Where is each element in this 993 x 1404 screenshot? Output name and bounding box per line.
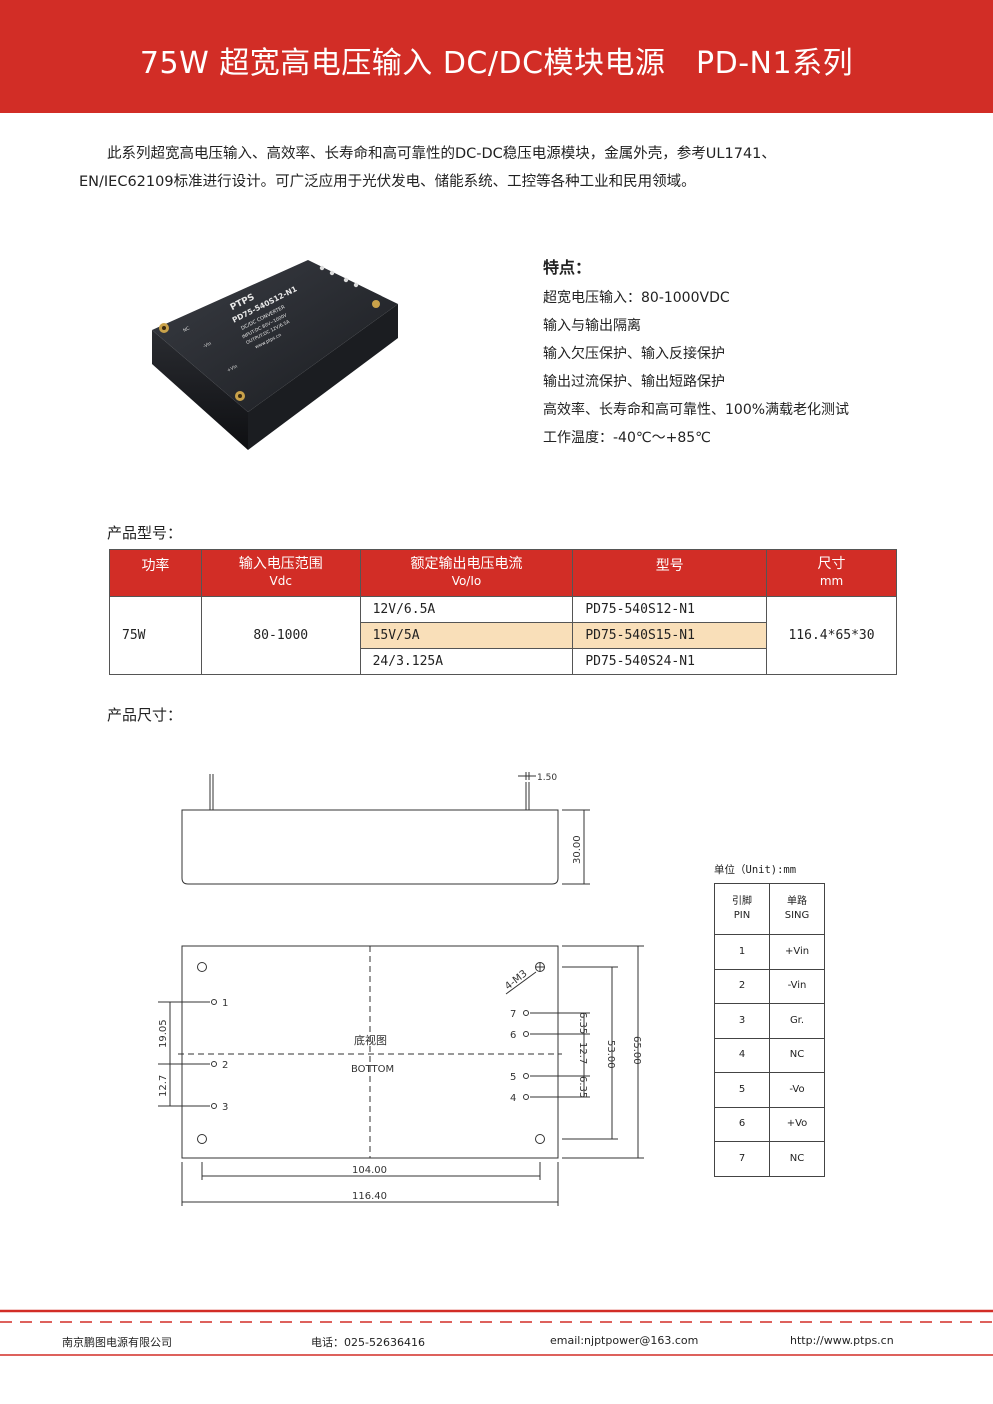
footer: 南京鹏图电源有限公司 电话：025-52636416 email:njptpow… — [0, 1334, 993, 1354]
pin-label-2: 2 — [222, 1060, 228, 1071]
dimension-drawing: 1.50 30.00 — [158, 772, 644, 1206]
table-row: 2-Vin — [714, 968, 825, 1004]
cell-output: 12V/6.5A — [359, 596, 574, 623]
bottom-view-label-en: BOTTOM — [351, 1064, 394, 1075]
pin-header-cn: 引脚 — [732, 896, 752, 907]
table-row: 15V/5A PD75-540S15-N1 — [110, 622, 897, 649]
dim-19-05: 19.05 — [158, 1019, 169, 1048]
footer-website[interactable]: http://www.ptps.cn — [790, 1334, 894, 1347]
dim-12-7-left: 12.7 — [158, 1075, 169, 1097]
bottom-view-label-cn: 底视图 — [354, 1033, 387, 1047]
intro-line-1: 此系列超宽高电压输入、高效率、长寿命和高可靠性的DC-DC稳压电源模块，金属外壳… — [107, 146, 776, 162]
product-pin-vin-pos: +Vin — [226, 363, 239, 373]
cell-model: PD75-540S12-N1 — [572, 596, 768, 623]
feature-item: 输出过流保护、输出短路保护 — [543, 374, 725, 390]
pin-label-6: 6 — [510, 1030, 516, 1041]
product-photo: PTPS PD75-540S12-N1 DC/DC CONVERTER INPU… — [152, 260, 398, 450]
sing-header-cn: 单路 — [787, 896, 807, 907]
pin-label-3: 3 — [222, 1102, 228, 1113]
dim-53: 53.00 — [605, 1040, 616, 1069]
pin-label-7: 7 — [510, 1009, 516, 1020]
feature-item: 超宽电压输入：80-1000VDC — [543, 290, 730, 306]
footer-bottom-line — [0, 1354, 993, 1356]
header-power: 功率 — [109, 549, 202, 597]
models-section-label: 产品型号： — [107, 524, 183, 542]
side-view — [181, 772, 590, 885]
product-pin-vin-neg: -Vin — [202, 341, 212, 350]
dimensions-section-label: 产品尺寸： — [107, 706, 183, 724]
table-row: 75W 80-1000 12V/6.5A PD75-540S12-N1 116.… — [109, 596, 897, 675]
header-model: 型号 — [572, 549, 768, 597]
intro-line-2: EN/IEC62109标准进行设计。可广泛应用于光伏发电、储能系统、工控等各种工… — [79, 174, 696, 190]
cell-output: 15V/5A — [359, 622, 574, 649]
cell-input-range: 80-1000 — [200, 596, 361, 675]
dim-116-4: 116.40 — [352, 1191, 387, 1202]
table-row: 1+Vin — [714, 934, 825, 970]
features-title: 特点： — [543, 258, 592, 277]
pin-table-header: 引脚 PIN 单路 SING — [714, 883, 825, 935]
bottom-view — [158, 945, 644, 1206]
pin-label-1: 1 — [222, 998, 228, 1009]
mount-hole-label: 4-M3 — [503, 968, 529, 992]
cell-size: 116.4*65*30 — [766, 596, 897, 675]
pin-label-4: 4 — [510, 1093, 516, 1104]
sing-header-en: SING — [784, 910, 810, 921]
dim-12-7-right: 12.7 — [577, 1042, 588, 1064]
page-title: 75W 超宽高电压输入 DC/DC模块电源 PD-N1系列 — [139, 46, 854, 81]
features-list: 特点： 超宽电压输入：80-1000VDC 输入与输出隔离 输入欠压保护、输入反… — [543, 254, 943, 452]
pin-label-5: 5 — [510, 1072, 516, 1083]
feature-item: 高效率、长寿命和高可靠性、100%满载老化测试 — [543, 402, 850, 418]
cell-output: 24/3.125A — [359, 648, 574, 675]
product-pin-nc: NC — [182, 325, 191, 333]
dim-65: 65.00 — [631, 1036, 642, 1065]
dim-6-35-top: 6.35 — [577, 1012, 588, 1034]
mount-hole-icon — [372, 300, 380, 308]
cell-model: PD75-540S15-N1 — [572, 622, 768, 649]
pin-header-en: PIN — [733, 910, 751, 921]
table-row: 6+Vo — [714, 1106, 825, 1142]
footer-phone: 电话：025-52636416 — [311, 1336, 425, 1349]
dim-pin-width: 1.50 — [537, 773, 557, 783]
unit-label: 单位（Unit):mm — [714, 864, 797, 876]
feature-item: 输入欠压保护、输入反接保护 — [543, 346, 725, 362]
intro-paragraph: 此系列超宽高电压输入、高效率、长寿命和高可靠性的DC-DC稳压电源模块，金属外壳… — [79, 140, 907, 196]
table-row: 24/3.125A PD75-540S24-N1 — [110, 648, 897, 675]
dim-6-35-bottom: 6.35 — [577, 1076, 588, 1098]
table-row: 5-Vo — [714, 1072, 825, 1108]
footer-divider — [0, 1309, 993, 1323]
feature-item: 工作温度：-40℃～+85℃ — [543, 430, 711, 446]
dim-side-height: 30.00 — [572, 835, 583, 864]
header-banner: 75W 超宽高电压输入 DC/DC模块电源 PD-N1系列 — [0, 0, 993, 113]
dim-104: 104.00 — [352, 1165, 387, 1176]
footer-email[interactable]: email:njptpower@163.com — [550, 1334, 699, 1347]
cell-power: 75W — [109, 596, 202, 675]
feature-item: 输入与输出隔离 — [543, 318, 641, 334]
cell-model: PD75-540S24-N1 — [572, 648, 768, 675]
footer-company: 南京鹏图电源有限公司 — [62, 1336, 172, 1349]
